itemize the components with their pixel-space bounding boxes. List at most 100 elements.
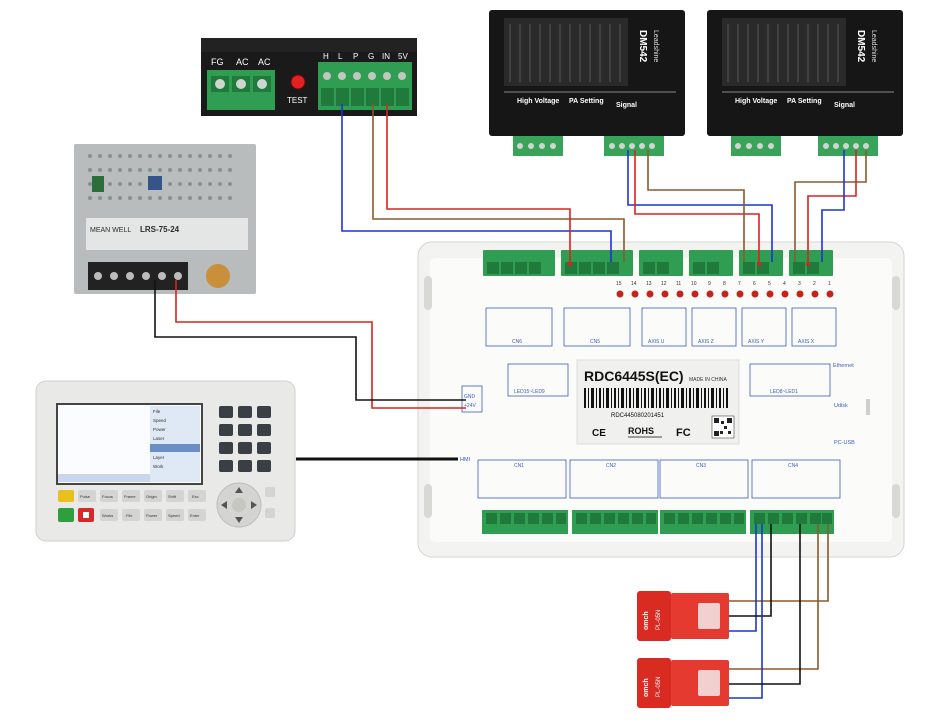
laser-power-supply: FG AC AC TEST H L P G IN 5V: [201, 38, 417, 116]
enter-key-label: Enter: [190, 513, 200, 518]
driver1-signal: Signal: [616, 102, 637, 109]
esc-key-label: Esc: [192, 494, 199, 499]
arrow-down-icon[interactable]: [235, 517, 243, 523]
shift-key[interactable]: [166, 490, 184, 502]
key-7[interactable]: [219, 442, 233, 454]
in-terminal-label: IN: [382, 52, 390, 61]
key-3[interactable]: [257, 406, 271, 418]
file-key-label: File: [126, 513, 133, 518]
leds-left-label: LED15~LED9: [514, 389, 545, 395]
led-num-10: 10: [691, 281, 697, 287]
wire-s2-blue: [729, 524, 763, 699]
driver2-model: DM542: [855, 30, 866, 63]
fg-terminal-label: FG: [211, 57, 224, 67]
led-num-12: 12: [661, 281, 667, 287]
focus-key[interactable]: [100, 490, 118, 502]
file-key[interactable]: [122, 509, 140, 521]
proximity-sensor-2: omch PL-05N: [637, 658, 729, 708]
key-9[interactable]: [257, 442, 271, 454]
key-5[interactable]: [238, 424, 252, 436]
frame-key[interactable]: [122, 490, 140, 502]
axis-x-label: AXIS X: [798, 339, 815, 345]
proximity-sensor-1: omch PL-05N: [637, 591, 729, 641]
cn5-label: CN5: [590, 339, 600, 345]
cn2-label: CN2: [606, 463, 616, 469]
qr-code: [711, 415, 735, 439]
wires: [154, 104, 867, 699]
ac-terminal-label-2: AC: [258, 57, 271, 67]
led-num-9: 9: [708, 281, 711, 287]
wire-laser-blue: [341, 104, 612, 262]
wire-d2-brown: [794, 150, 867, 262]
udisk-label: Udisk: [834, 403, 848, 409]
led-num-5: 5: [768, 281, 771, 287]
lcd-line-2: Speed: [153, 418, 167, 423]
rohs-mark: ROHS: [628, 426, 654, 436]
status-leds: [616, 290, 834, 298]
barcode: [584, 388, 728, 408]
wire-24v-red: [175, 280, 466, 409]
lcd-line-4: Laser: [153, 436, 165, 441]
wire-24v-black: [154, 280, 466, 401]
works-key-label: Works: [102, 513, 113, 518]
p-terminal-label: P: [353, 52, 358, 61]
key-4[interactable]: [219, 424, 233, 436]
aux-key-1[interactable]: [265, 487, 275, 497]
numeric-keypad: [219, 406, 271, 472]
origin-key[interactable]: [144, 490, 162, 502]
led-num-2: 2: [813, 281, 816, 287]
wire-laser-red: [386, 104, 571, 262]
start-key[interactable]: [58, 508, 74, 522]
key-6[interactable]: [257, 424, 271, 436]
driver2-high-voltage: High Voltage: [735, 98, 777, 105]
key-8[interactable]: [238, 442, 252, 454]
hmi-label: HMI: [460, 457, 471, 463]
key-11[interactable]: [238, 460, 252, 472]
key-2[interactable]: [238, 406, 252, 418]
reset-key[interactable]: [58, 490, 74, 502]
enter-key[interactable]: [188, 509, 206, 521]
wire-s2-brown: [729, 524, 819, 670]
made-in-label: MADE IN CHINA: [689, 377, 727, 383]
arrow-right-icon[interactable]: [251, 501, 257, 509]
fc-mark: FC: [676, 427, 691, 439]
key-1[interactable]: [219, 406, 233, 418]
stepper-driver-2: DM542 Leadshine High Voltage PA Setting …: [707, 10, 903, 156]
key-12[interactable]: [257, 460, 271, 472]
wire-s2-black: [729, 524, 801, 685]
axis-z-label: AXIS Z: [698, 339, 714, 345]
driver1-brand: Leadshine: [652, 30, 659, 62]
led-num-1: 1: [828, 281, 831, 287]
esc-key[interactable]: [188, 490, 206, 502]
5v-terminal-label: 5V: [398, 52, 408, 61]
wire-laser-brown: [372, 104, 625, 262]
arrow-up-icon[interactable]: [235, 487, 243, 493]
power-key[interactable]: [144, 509, 162, 521]
lcd-line-1: File: [153, 409, 161, 414]
sensor2-brand: omch: [643, 678, 650, 697]
control-panel: File Speed Power Laser Layer Work: [35, 380, 296, 542]
arrow-left-icon[interactable]: [221, 501, 227, 509]
psu-brand: MEAN WELL: [90, 227, 131, 234]
power-key-label: Power: [146, 513, 158, 518]
led-num-15: 15: [616, 281, 622, 287]
cn3-label: CN3: [696, 463, 706, 469]
psu-model: LRS-75-24: [140, 225, 180, 234]
axis-y-label: AXIS Y: [748, 339, 765, 345]
speed-key[interactable]: [166, 509, 184, 521]
key-10[interactable]: [219, 460, 233, 472]
wire-d2-red: [807, 150, 857, 262]
focus-key-label: Focus: [102, 494, 113, 499]
ethernet-label: Ethernet: [833, 363, 854, 369]
aux-key-2[interactable]: [265, 508, 275, 518]
driver1-high-voltage: High Voltage: [517, 98, 559, 105]
driver2-pa-setting: PA Setting: [787, 98, 822, 105]
test-button[interactable]: [290, 74, 306, 90]
pulse-key[interactable]: [78, 490, 96, 502]
g-terminal-label: G: [368, 52, 374, 61]
led-num-8: 8: [723, 281, 726, 287]
sensor2-model: PL-05N: [656, 677, 662, 697]
led-num-11: 11: [676, 281, 681, 287]
works-key[interactable]: [100, 509, 118, 521]
